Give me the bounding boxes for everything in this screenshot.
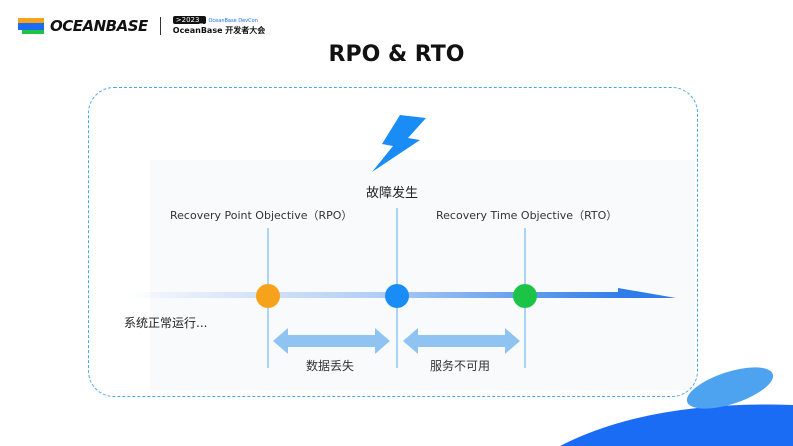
event-name: OceanBase 开发者大会 [172, 26, 266, 35]
failure-point [385, 284, 409, 308]
diagram-background [150, 160, 695, 390]
fish-icon [686, 367, 774, 409]
normal-operation-label: 系统正常运行... [124, 316, 208, 330]
diagram-frame [88, 87, 698, 397]
rpo-label: Recovery Point Objective（RPO） [170, 209, 353, 222]
rto-point [513, 284, 537, 308]
event-logo: >2023_ OceanBase DevCon OceanBase 开发者大会 [172, 15, 266, 36]
event-sub: OceanBase DevCon [208, 18, 258, 24]
data-loss-span-arrow [273, 328, 390, 354]
service-unavailable-span-arrow [403, 328, 520, 354]
fish-mascot [560, 404, 793, 446]
rto-label: Recovery Time Objective（RTO） [436, 209, 618, 222]
timeline-arrowhead [618, 288, 676, 298]
event-badge: >2023_ [172, 16, 206, 24]
oceanbase-logo: OCEANBASE >2023_ OceanBase DevCon OceanB… [18, 15, 265, 36]
timeline-bar [125, 292, 625, 298]
failure-label: 故障发生 [366, 186, 419, 201]
page-title: RPO & RTO [328, 42, 465, 67]
logo-icon [18, 17, 44, 34]
divider [159, 16, 161, 35]
rpo-point [256, 284, 280, 308]
service-unavailable-label: 服务不可用 [430, 359, 491, 373]
lightning-icon [372, 115, 426, 172]
brand-name: OCEANBASE [50, 16, 148, 35]
data-loss-label: 数据丢失 [306, 359, 355, 373]
